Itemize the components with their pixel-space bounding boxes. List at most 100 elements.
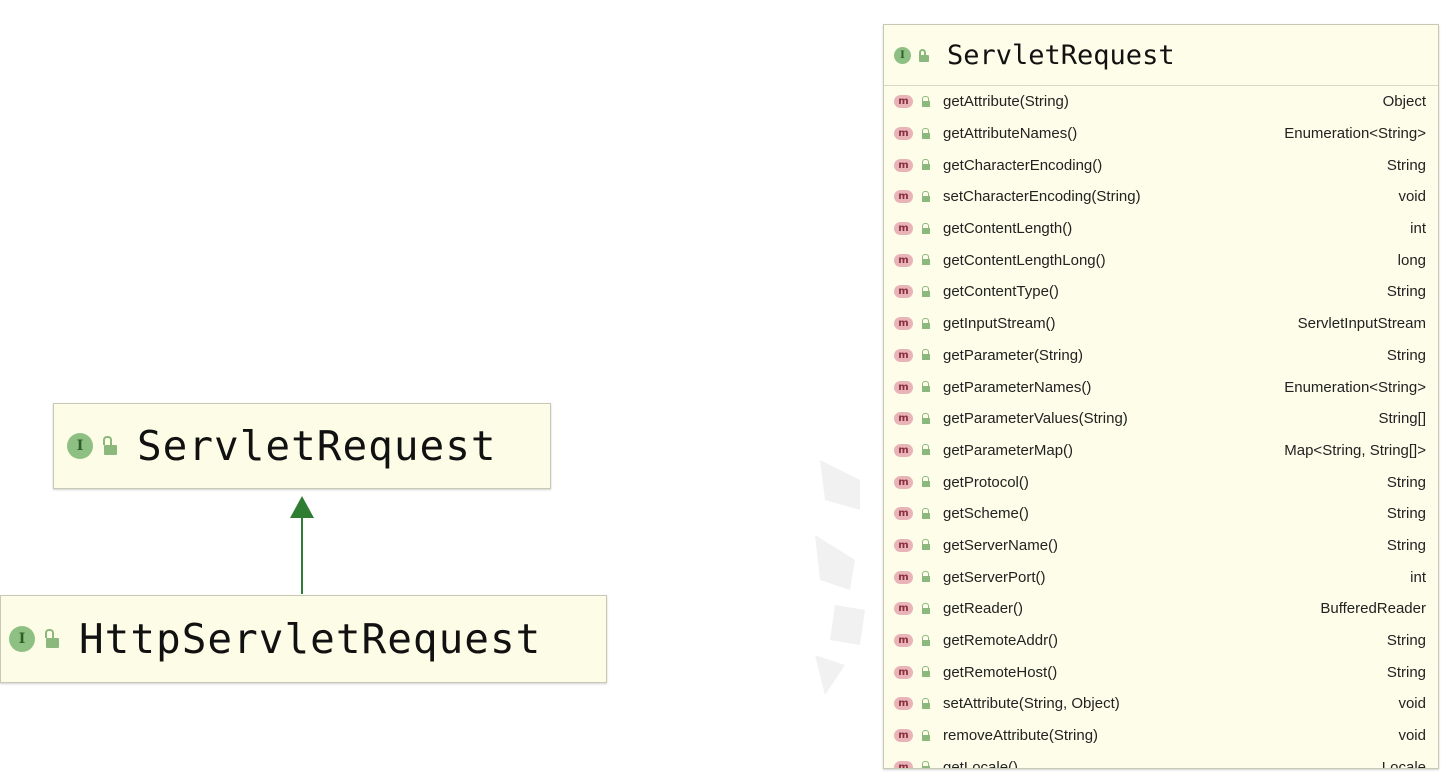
method-row[interactable]: m getParameter(String) String xyxy=(884,340,1438,372)
method-name: getCharacterEncoding() xyxy=(943,156,1103,174)
method-name: getContentLength() xyxy=(943,220,1073,238)
return-type: String[] xyxy=(1378,410,1426,428)
return-type: int xyxy=(1410,220,1426,238)
method-icon: m xyxy=(894,665,913,679)
public-lock-icon xyxy=(921,697,931,710)
method-icon: m xyxy=(894,602,913,616)
method-row[interactable]: m getServerPort() int xyxy=(884,561,1438,593)
method-row[interactable]: m removeAttribute(String) void xyxy=(884,720,1438,752)
return-type: String xyxy=(1386,632,1426,650)
method-icon: m xyxy=(894,538,913,552)
return-type: String xyxy=(1386,346,1426,364)
public-lock-icon xyxy=(921,190,931,203)
return-type: String xyxy=(1386,283,1426,301)
interface-icon: I xyxy=(894,46,911,64)
method-name: getLocale() xyxy=(943,758,1019,769)
return-type: String xyxy=(1386,156,1426,174)
return-type: Map<String, String[]> xyxy=(1284,441,1426,459)
inheritance-arrow xyxy=(290,496,314,594)
class-name: HttpServletRequest xyxy=(79,615,542,663)
return-type: String xyxy=(1386,663,1426,681)
public-lock-icon xyxy=(921,159,931,171)
method-icon: m xyxy=(894,380,913,394)
public-lock-icon xyxy=(921,254,931,266)
method-icon: m xyxy=(894,95,913,109)
method-name: getContentType() xyxy=(943,283,1059,301)
public-lock-icon xyxy=(921,95,931,108)
public-lock-icon xyxy=(921,349,931,361)
method-name: setAttribute(String, Object) xyxy=(943,695,1120,713)
public-lock-icon xyxy=(921,602,931,615)
return-type: Object xyxy=(1382,93,1426,111)
return-type: ServletInputStream xyxy=(1297,315,1426,333)
public-lock-icon xyxy=(921,761,931,768)
method-row[interactable]: m getCharacterEncoding() String xyxy=(884,149,1438,181)
interface-icon: I xyxy=(67,433,93,459)
return-type: String xyxy=(1386,536,1426,554)
return-type: Enumeration<String> xyxy=(1284,378,1426,396)
method-name: getParameterMap() xyxy=(943,441,1074,459)
class-name: ServletRequest xyxy=(947,39,1175,71)
method-icon: m xyxy=(894,222,913,236)
method-icon: m xyxy=(894,317,913,331)
method-row[interactable]: m getContentLength() int xyxy=(884,213,1438,245)
method-icon: m xyxy=(894,729,913,743)
public-lock-icon xyxy=(921,444,931,456)
method-row[interactable]: m getInputStream() ServletInputStream xyxy=(884,308,1438,340)
public-lock-icon xyxy=(921,381,931,393)
return-type: String xyxy=(1386,473,1426,491)
watermark xyxy=(815,460,865,695)
httpservletrequest-class-box[interactable]: I HttpServletRequest xyxy=(0,595,607,683)
class-header: I ServletRequest xyxy=(54,404,550,488)
return-type: BufferedReader xyxy=(1320,600,1426,618)
method-icon: m xyxy=(894,475,913,489)
method-icon: m xyxy=(894,760,913,768)
method-row[interactable]: m getParameterMap() Map<String, String[]> xyxy=(884,435,1438,467)
method-icon: m xyxy=(894,158,913,172)
servletrequest-class-box[interactable]: I ServletRequest xyxy=(53,403,551,489)
class-name: ServletRequest xyxy=(137,422,497,470)
panel-header: I ServletRequest xyxy=(884,25,1438,86)
public-lock-icon xyxy=(921,127,931,140)
method-row[interactable]: m getAttribute(String) Object xyxy=(884,86,1438,118)
servletrequest-members-panel[interactable]: I ServletRequest m getAttribute(String) Ob… xyxy=(883,24,1439,769)
return-type: int xyxy=(1410,568,1426,586)
return-type: long xyxy=(1397,251,1426,269)
interface-icon: I xyxy=(9,626,35,652)
public-lock-icon xyxy=(921,666,931,678)
method-name: getRemoteHost() xyxy=(943,663,1058,681)
method-row[interactable]: m getLocale() Locale xyxy=(884,751,1438,769)
method-name: getInputStream() xyxy=(943,315,1056,333)
method-icon: m xyxy=(894,443,913,457)
public-lock-icon xyxy=(921,507,931,520)
public-lock-icon xyxy=(921,222,931,235)
method-icon: m xyxy=(894,348,913,362)
public-lock-icon xyxy=(921,571,931,583)
return-type: Locale xyxy=(1381,758,1426,769)
method-name: getContentLengthLong() xyxy=(943,251,1106,269)
method-name: removeAttribute(String) xyxy=(943,727,1099,745)
method-name: getRemoteAddr() xyxy=(943,632,1059,650)
method-name: getAttribute(String) xyxy=(943,93,1069,111)
public-lock-icon xyxy=(921,729,931,742)
method-name: getParameter(String) xyxy=(943,346,1084,364)
method-row[interactable]: m getRemoteHost() String xyxy=(884,656,1438,688)
method-icon: m xyxy=(894,570,913,584)
method-icon: m xyxy=(894,412,913,426)
method-name: getServerPort() xyxy=(943,568,1046,586)
return-type: void xyxy=(1398,695,1426,713)
return-type: void xyxy=(1398,727,1426,745)
class-header: I HttpServletRequest xyxy=(1,596,606,682)
